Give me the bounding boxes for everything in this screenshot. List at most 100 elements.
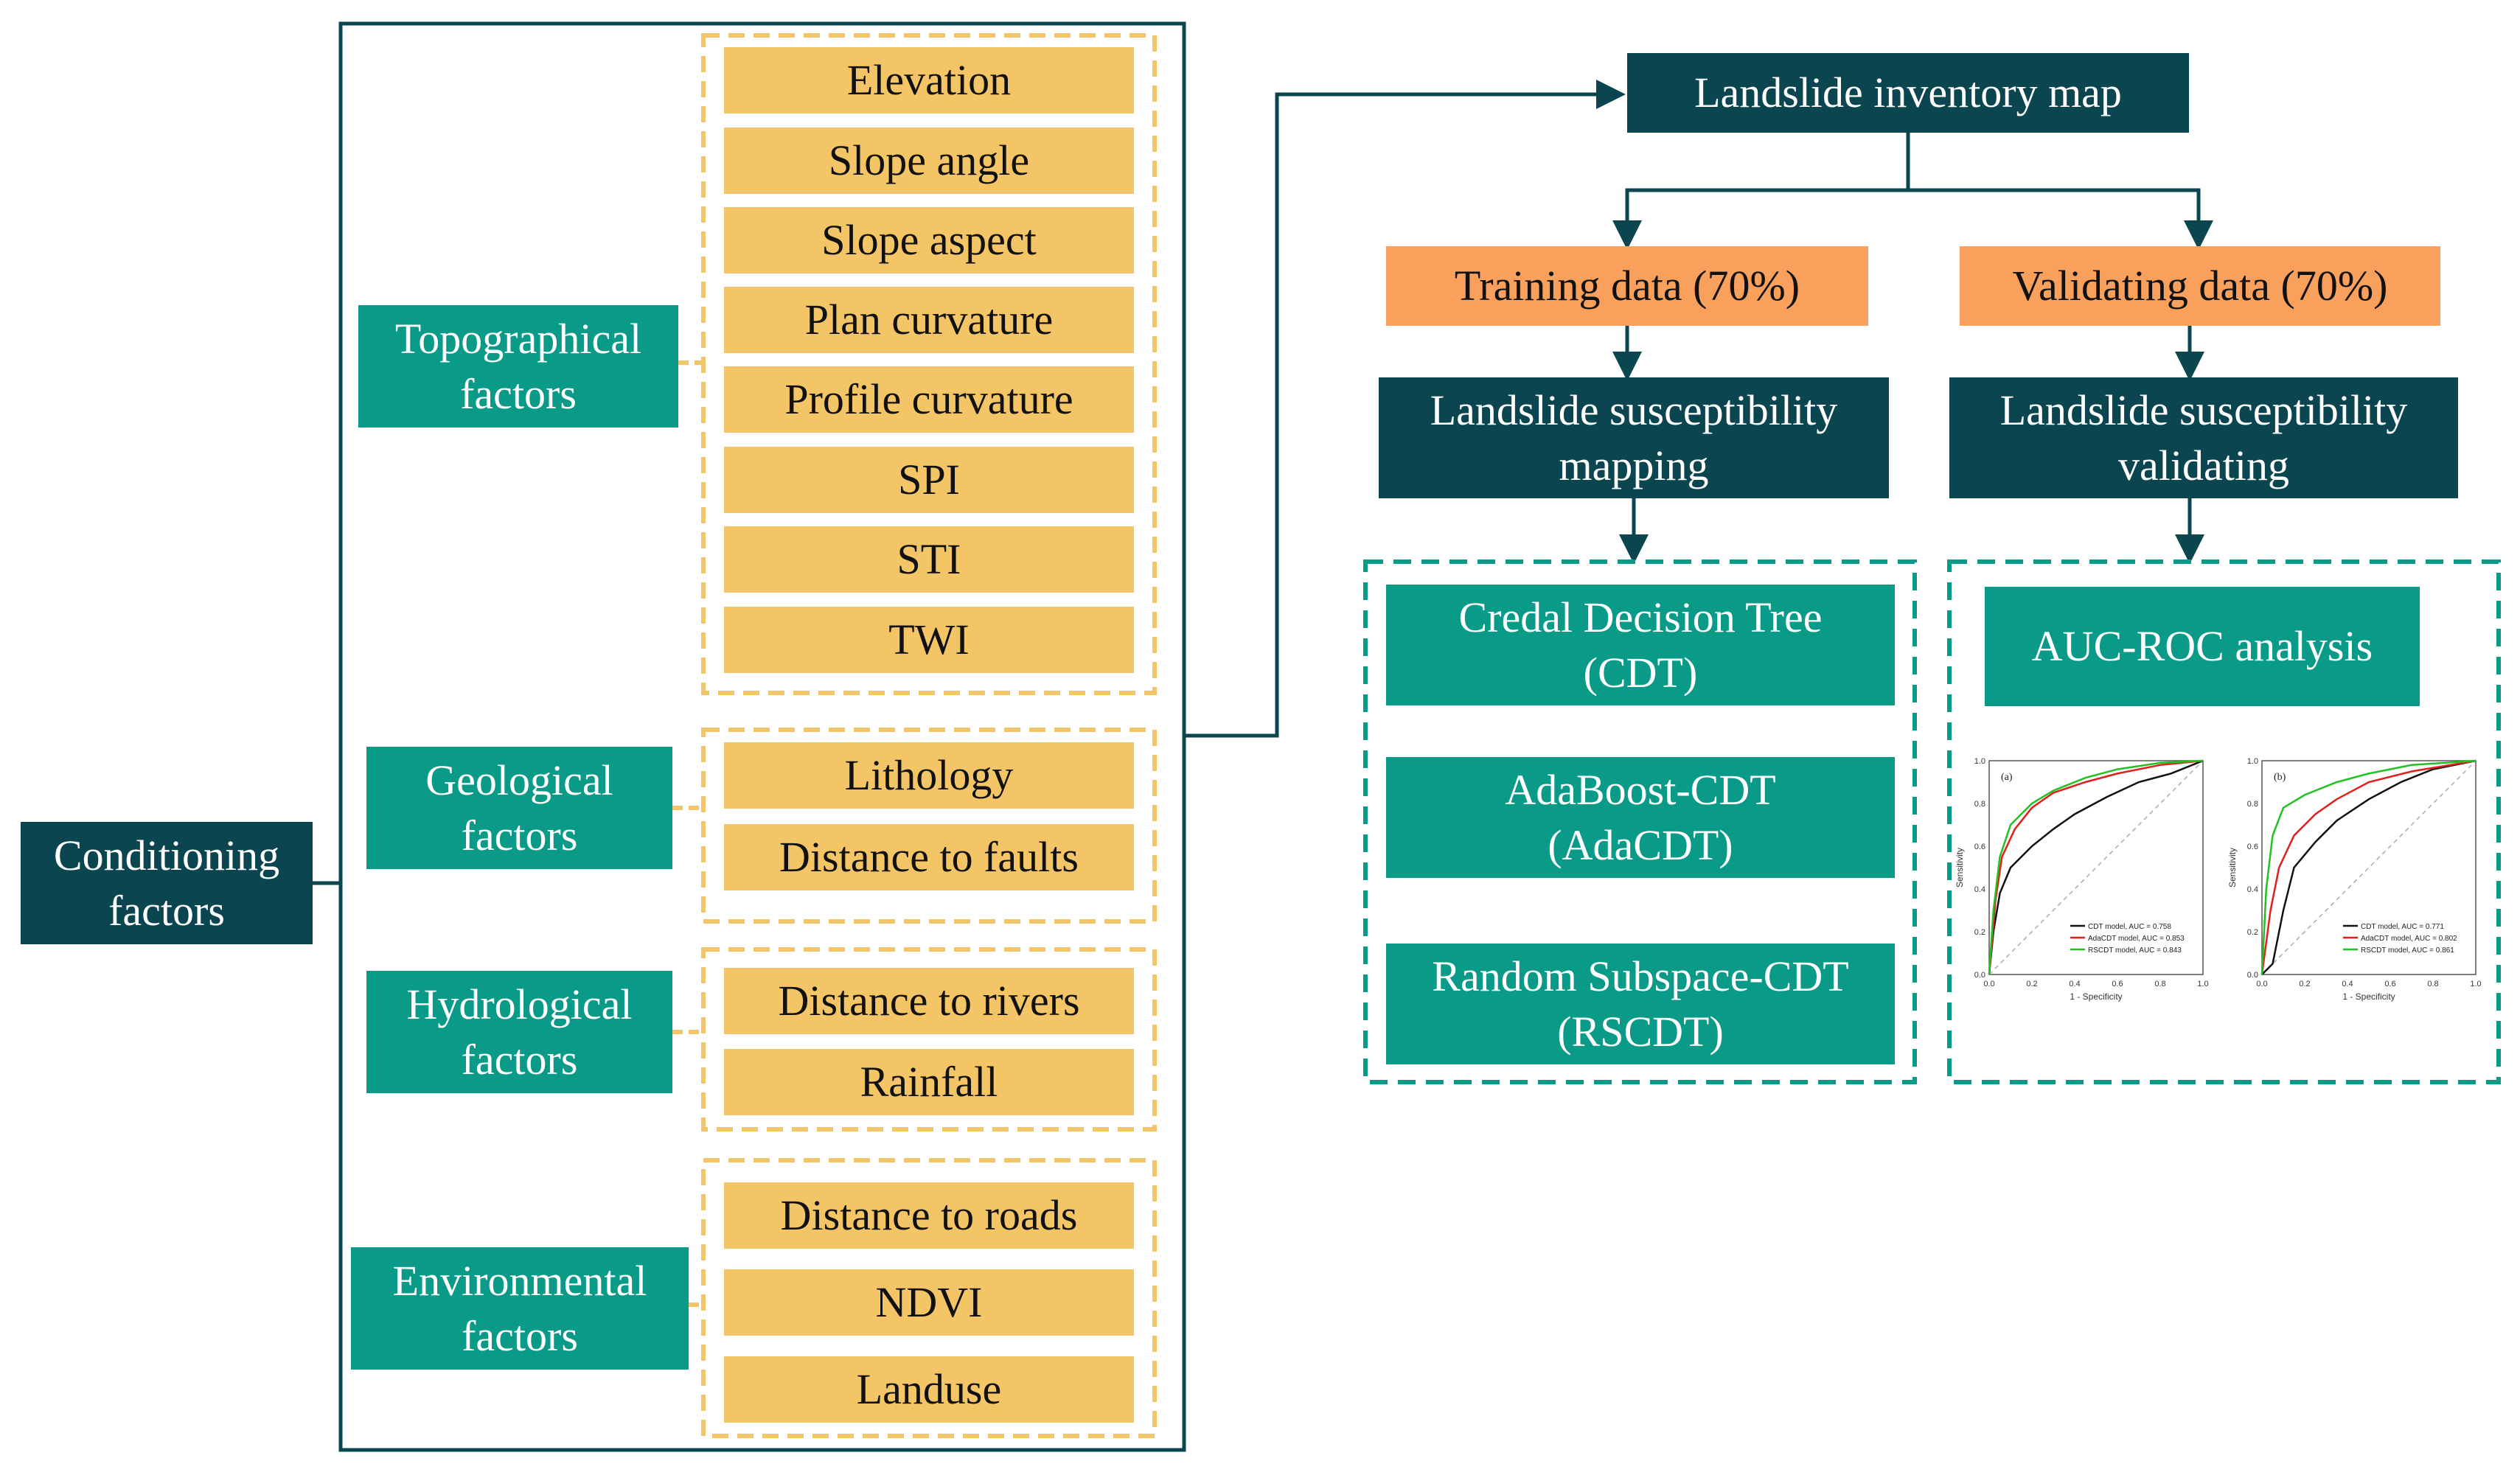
x-tick-label: 0.0	[1983, 980, 1994, 988]
model-line: Random Subspace-CDT	[1432, 952, 1849, 1000]
susceptibility-mapping: Landslide susceptibility mapping	[1379, 377, 1889, 498]
diagonal-reference	[2261, 760, 2477, 975]
training-data: Training data (70%)	[1386, 246, 1868, 326]
model-line: (CDT)	[1583, 649, 1698, 697]
y-tick-label: 1.0	[1974, 757, 1985, 766]
susceptibility-validating: Landslide susceptibility validating	[1949, 377, 2458, 498]
root-line-2: factors	[108, 887, 225, 935]
x-axis-label: 1 - Specificity	[2342, 991, 2395, 1002]
y-tick-label: 0.4	[1974, 885, 1985, 894]
model-line: (AdaCDT)	[1548, 821, 1733, 869]
auc-roc-analysis: AUC-ROC analysis	[1985, 587, 2420, 706]
panel-label: (b)	[2274, 772, 2286, 783]
validation-line-2: validating	[2118, 442, 2289, 489]
landslide-inventory-map: Landslide inventory map	[1627, 53, 2189, 133]
x-tick-label: 1.0	[2197, 980, 2208, 988]
x-tick-label: 0.4	[2342, 980, 2353, 988]
y-tick-label: 0.6	[1974, 843, 1985, 851]
legend-entry: RSCDT model, AUC = 0.861	[2361, 946, 2454, 955]
group-label: Topographical	[394, 314, 642, 363]
group-label: Geological	[425, 756, 613, 804]
group-hydrological: Hydrological factors	[366, 971, 672, 1093]
x-tick-label: 0.6	[2384, 980, 2395, 988]
factor-twi: TWI	[724, 607, 1134, 673]
factor-ndvi: NDVI	[724, 1269, 1134, 1336]
x-tick-label: 0.2	[2299, 980, 2310, 988]
y-tick-label: 0.0	[2247, 971, 2258, 980]
x-tick-label: 0.0	[2256, 980, 2267, 988]
model-line: AdaBoost-CDT	[1505, 765, 1776, 814]
group-label: Hydrological	[406, 980, 633, 1028]
geological-container	[701, 728, 1157, 924]
validating-arrow	[1908, 188, 2213, 250]
group-label: factors	[461, 1036, 578, 1084]
y-tick-label: 0.8	[1974, 800, 1985, 809]
factor-elevation: Elevation	[724, 47, 1134, 114]
x-tick-label: 0.8	[2427, 980, 2438, 988]
x-tick-label: 1.0	[2470, 980, 2481, 988]
y-tick-label: 0.0	[1974, 971, 1985, 980]
y-axis-label: Sensitivity	[2227, 848, 2238, 888]
legend-entry: AdaCDT model, AUC = 0.853	[2088, 935, 2185, 943]
hydrological-container	[701, 947, 1157, 1131]
factor-distance-to-roads: Distance to roads	[724, 1182, 1134, 1249]
x-tick-label: 0.4	[2069, 980, 2080, 988]
plot-frame	[2261, 760, 2477, 975]
model-adacdt: AdaBoost-CDT (AdaCDT)	[1386, 757, 1895, 878]
factor-lithology: Lithology	[724, 742, 1134, 809]
panel-label: (a)	[2001, 772, 2013, 783]
mapping-line-2: mapping	[1559, 442, 1709, 489]
validating-data: Validating data (70%)	[1960, 246, 2440, 326]
roc-curve-line	[1988, 759, 2204, 975]
factor-plan-curvature: Plan curvature	[724, 287, 1134, 353]
legend-entry: CDT model, AUC = 0.758	[2088, 923, 2171, 931]
x-tick-label: 0.8	[2154, 980, 2165, 988]
factor-sti: STI	[724, 526, 1134, 593]
model-line: Credal Decision Tree	[1458, 593, 1823, 641]
legend-entry: RSCDT model, AUC = 0.843	[2088, 946, 2182, 955]
y-tick-label: 0.8	[2247, 800, 2258, 809]
y-tick-label: 1.0	[2247, 757, 2258, 766]
model-line: (RSCDT)	[1557, 1008, 1724, 1056]
model-rscdt: Random Subspace-CDT (RSCDT)	[1386, 944, 1895, 1064]
x-tick-label: 0.2	[2026, 980, 2037, 988]
conditioning-factors-node: Conditioning factors	[21, 822, 313, 944]
factor-slope-aspect: Slope aspect	[724, 207, 1134, 273]
legend-entry: CDT model, AUC = 0.771	[2361, 923, 2444, 931]
factor-profile-curvature: Profile curvature	[724, 366, 1134, 433]
inventory-arrow	[1184, 80, 1626, 738]
factor-spi: SPI	[724, 447, 1134, 513]
validation-line-1: Landslide susceptibility	[1999, 386, 2408, 434]
roc-curve-line	[1988, 759, 2204, 975]
factor-slope-angle: Slope angle	[724, 128, 1134, 194]
x-axis-label: 1 - Specificity	[2070, 991, 2122, 1002]
y-tick-label: 0.6	[2247, 843, 2258, 851]
y-axis-label: Sensitivity	[1955, 848, 1965, 888]
model-cdt: Credal Decision Tree (CDT)	[1386, 585, 1895, 705]
plot-frame	[1988, 760, 2204, 975]
group-label: factors	[460, 370, 577, 418]
group-label: Environmental	[392, 1256, 647, 1305]
roc-curve-line	[1988, 759, 2204, 975]
factor-rainfall: Rainfall	[724, 1049, 1134, 1115]
factor-distance-to-faults: Distance to faults	[724, 824, 1134, 890]
group-geological: Geological factors	[366, 747, 672, 869]
factor-distance-to-rivers: Distance to rivers	[724, 968, 1134, 1034]
root-line-1: Conditioning	[53, 831, 280, 879]
diagonal-reference	[1988, 760, 2204, 975]
training-arrow	[1612, 133, 1910, 250]
roc-curve-line	[2260, 759, 2477, 975]
legend-entry: AdaCDT model, AUC = 0.802	[2361, 935, 2457, 943]
environmental-container	[701, 1158, 1157, 1438]
models-container	[1363, 559, 1917, 1084]
x-tick-label: 0.6	[2112, 980, 2123, 988]
group-label: factors	[461, 812, 578, 859]
y-tick-label: 0.4	[2247, 885, 2258, 894]
y-tick-label: 0.2	[1974, 928, 1985, 937]
mapping-line-1: Landslide susceptibility	[1430, 386, 1838, 434]
factor-landuse: Landuse	[724, 1356, 1134, 1423]
analysis-container	[1947, 559, 2501, 1084]
